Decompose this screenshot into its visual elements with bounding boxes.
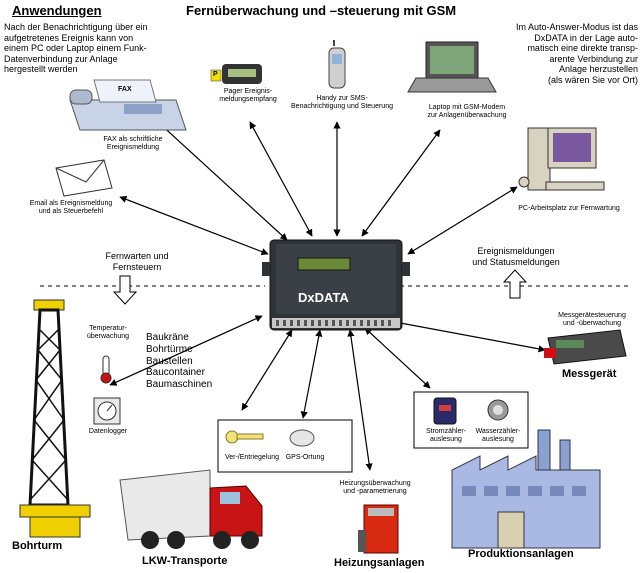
flow-right-label: Ereignismeldungen und Statusmeldungen [472,246,560,267]
factory-icon [451,429,601,549]
arrow-pc [407,186,518,255]
stromzaehler-icon [433,397,457,425]
gps-icon [289,429,315,447]
arrow-pager [249,121,313,237]
heizung-title: Heizungsanlagen [334,557,425,569]
laptop-icon [407,41,497,93]
datenlogger-label: Datenlogger [88,428,128,435]
temperature-label: Temperatur- überwachung [86,325,130,341]
dxdata-device [262,239,410,331]
flow-arrow-up [502,269,528,299]
wasser-label: Wasserzähler- auslesung [475,428,521,444]
heizung-icon [358,504,399,554]
lkw-accessory-box [217,419,353,473]
pc-icon [518,127,605,191]
strom-label: Stromzähler- auslesung [425,428,467,444]
arrow-heizung [347,329,373,471]
gps-label: GPS-Ortung [285,454,325,461]
messgeraet-icon [544,329,627,365]
messgeraet-title: Messgerät [562,368,617,380]
main-title: Fernüberwachung und –steuerung mit GSM [186,3,457,18]
bohrturm-title: Bohrturm [12,540,63,552]
flow-arrow-down [112,275,138,305]
envelope-icon [55,159,113,197]
left-intro-text: Nach der Benachrichtigung über ein aufge… [4,22,148,75]
pc-caption: PC-Arbeitsplatz zur Fernwartung [518,205,620,212]
heizung-label: Heizungsüberwachung und -parametrierung [339,480,411,496]
baustellen-list: Baukräne Bohrtürme Baustellen Baucontain… [146,332,213,391]
pager-tag: P [213,71,218,78]
lock-label: Ver-/Entriegelung [224,454,280,461]
flow-left-label: Fernwarten und Fernsteuern [105,251,169,272]
arrow-bohrturm [109,315,263,386]
zaehler-box [413,391,529,449]
device-name: DxDATA [298,290,349,305]
pager-icon [210,64,262,84]
fax-icon [69,79,187,131]
datenlogger-icon [93,397,121,425]
arrow-produktion [364,327,431,389]
arrow-laptop [361,129,441,237]
laptop-caption: Laptop mit GSM-Modem zur Anlagenüberwach… [427,104,507,120]
fax-tag: FAX [118,86,132,93]
fax-caption: FAX als schriftliche Ereignismeldung [103,136,163,152]
pager-caption: Pager Ereignis- meldungsempfang [219,88,277,104]
truck-icon [119,469,263,549]
wasserzaehler-icon [487,399,509,421]
handy-caption: Handy zur SMS- Benachrichtigung und Steu… [291,95,393,111]
produktion-title: Produktionsanlagen [468,548,574,560]
right-intro-text: Im Auto-Answer-Modus ist das DxDATA in d… [515,22,638,86]
handy-icon [328,40,346,89]
bohrturm-icon [19,299,91,538]
arrow-gps [300,329,323,419]
lkw-title: LKW-Transporte [142,555,228,567]
arrow-lock [241,329,293,411]
messgeraet-label: Messgerätesteuerung und -überwachung [558,312,626,328]
arrow-messgeraet [394,319,546,353]
email-caption: Email als Ereignismeldung und als Steuer… [29,200,113,216]
key-icon [225,430,264,444]
arrow-email [119,195,269,256]
section-title: Anwendungen [12,3,102,18]
thermometer-icon [100,355,112,384]
